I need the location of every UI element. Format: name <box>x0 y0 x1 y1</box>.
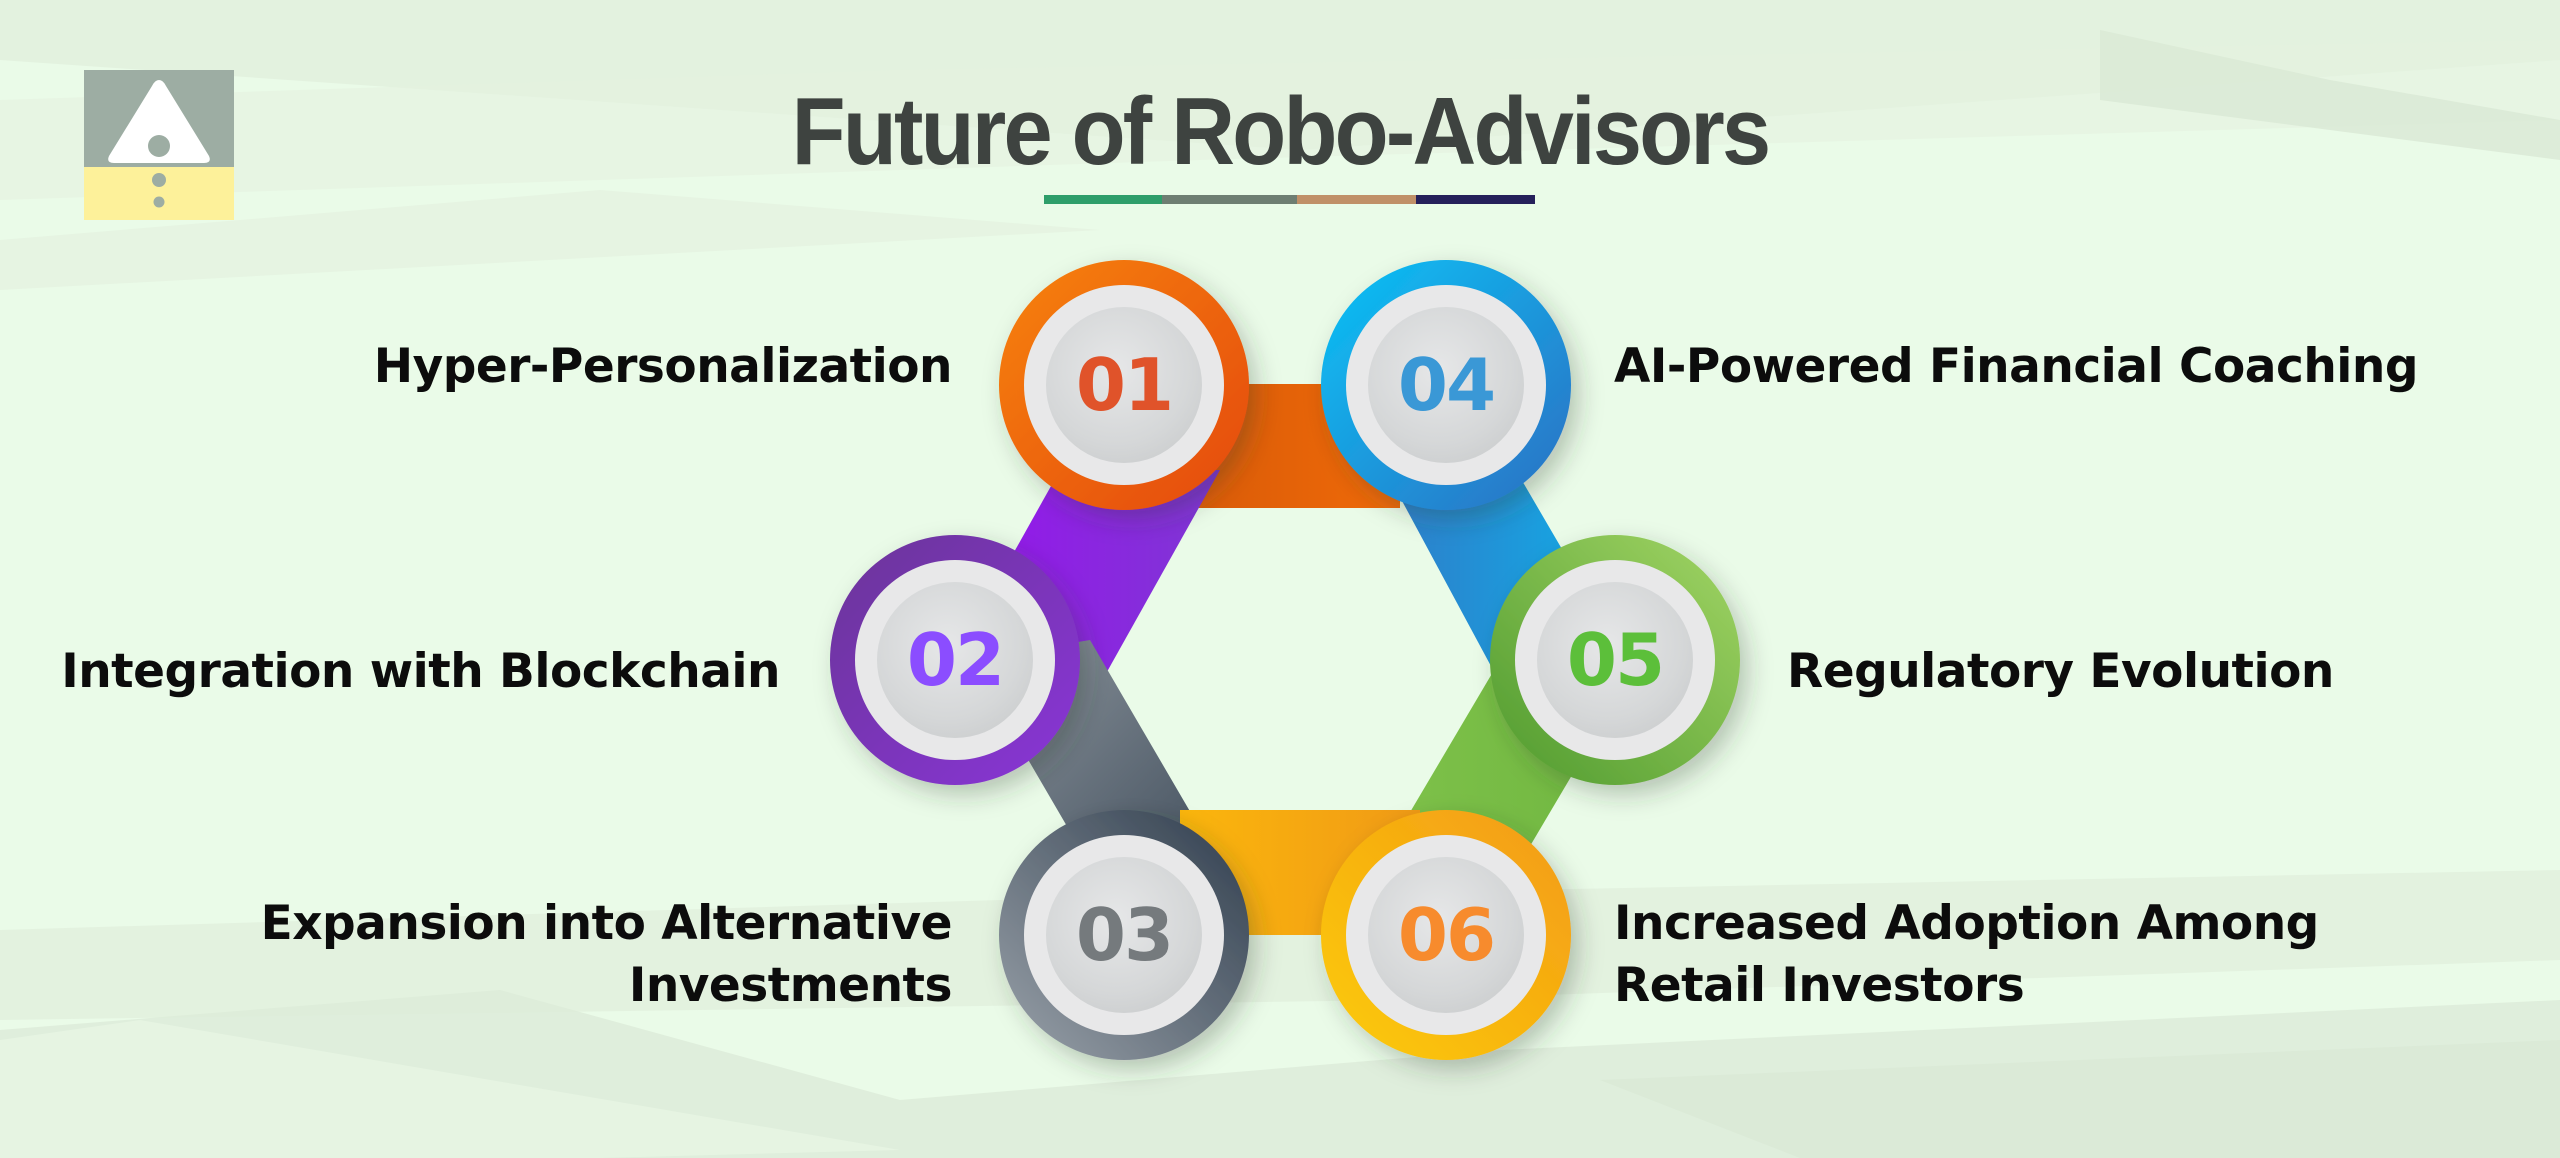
logo <box>84 70 234 220</box>
label-line: Regulatory Evolution <box>1787 644 2334 699</box>
item-label-01: Hyper-Personalization <box>373 336 953 398</box>
step-number-03: 03 <box>1075 893 1174 977</box>
item-label-03: Expansion into Alternative Investments <box>260 893 953 1017</box>
label-line: Integration with Blockchain <box>61 644 780 699</box>
underline-segment-green <box>1044 195 1162 204</box>
item-label-02: Integration with Blockchain <box>61 641 780 703</box>
step-number-05: 05 <box>1566 618 1665 702</box>
label-line: AI-Powered Financial Coaching <box>1614 339 2419 394</box>
label-line: Investments <box>628 958 953 1013</box>
warning-triangle-icon <box>108 80 210 208</box>
label-line: Increased Adoption Among <box>1614 896 2319 951</box>
circle-03 <box>999 810 1249 1060</box>
label-line: Expansion into Alternative <box>260 896 953 951</box>
step-number-02: 02 <box>906 618 1005 702</box>
circle-06 <box>1321 810 1571 1060</box>
label-line: Retail Investors <box>1614 958 2025 1013</box>
circle-05 <box>1490 535 1740 785</box>
circle-01 <box>999 260 1249 510</box>
title-underline <box>1044 195 1535 204</box>
circle-02 <box>830 535 1080 785</box>
step-number-01: 01 <box>1075 343 1174 427</box>
step-number-06: 06 <box>1397 893 1496 977</box>
page-title: Future of Robo-Advisors <box>791 78 1771 185</box>
item-label-06: Increased Adoption Among Retail Investor… <box>1614 893 2319 1017</box>
underline-segment-tan <box>1297 195 1416 204</box>
step-number-04: 04 <box>1397 343 1496 427</box>
item-label-05: Regulatory Evolution <box>1787 641 2334 703</box>
circle-04 <box>1321 260 1571 510</box>
underline-segment-navy <box>1416 195 1535 204</box>
label-line: Hyper-Personalization <box>373 339 953 394</box>
underline-segment-gray <box>1162 195 1297 204</box>
item-label-04: AI-Powered Financial Coaching <box>1614 336 2419 398</box>
